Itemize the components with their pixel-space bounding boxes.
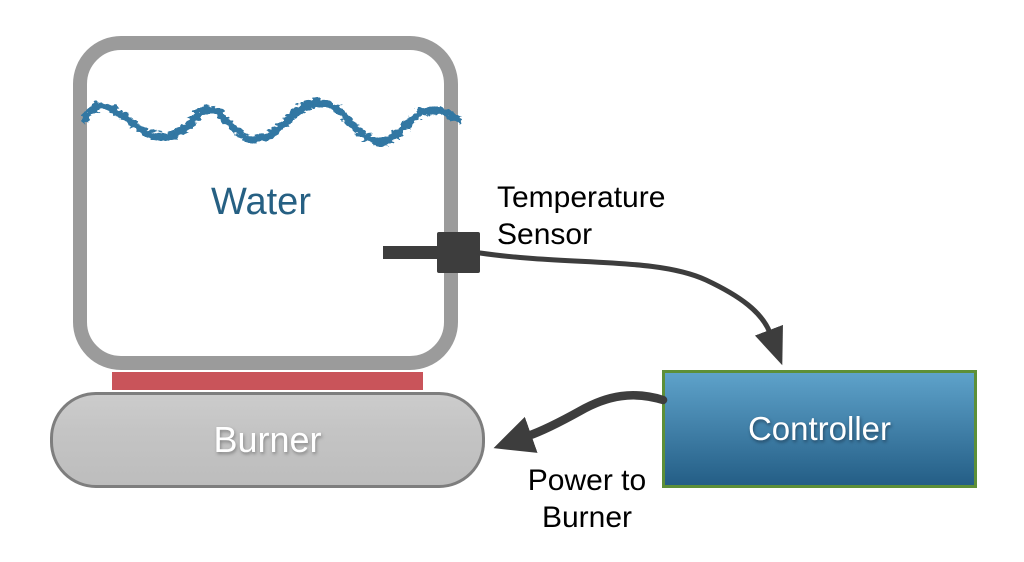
power-to-burner-label: Power to Burner: [487, 462, 687, 536]
temperature-sensor-icon: [437, 232, 480, 273]
controller-box: Controller: [662, 370, 977, 488]
temperature-sensor-label-line1: Temperature: [497, 181, 666, 214]
temperature-sensor-label-line2: Sensor: [497, 218, 593, 251]
power-label-line1: Power to: [527, 464, 647, 497]
temperature-sensor-label: Temperature Sensor: [497, 179, 665, 253]
power-label-line2: Burner: [541, 501, 633, 534]
sensor-to-controller-arrow: [477, 250, 783, 366]
water-label: Water: [211, 181, 311, 223]
controller-label: Controller: [747, 410, 892, 447]
temperature-sensor-probe: [383, 246, 441, 259]
heating-element: [112, 372, 423, 390]
controller-to-burner-arrow: [493, 391, 668, 453]
burner: Burner: [50, 392, 485, 488]
burner-label: Burner: [213, 419, 322, 460]
